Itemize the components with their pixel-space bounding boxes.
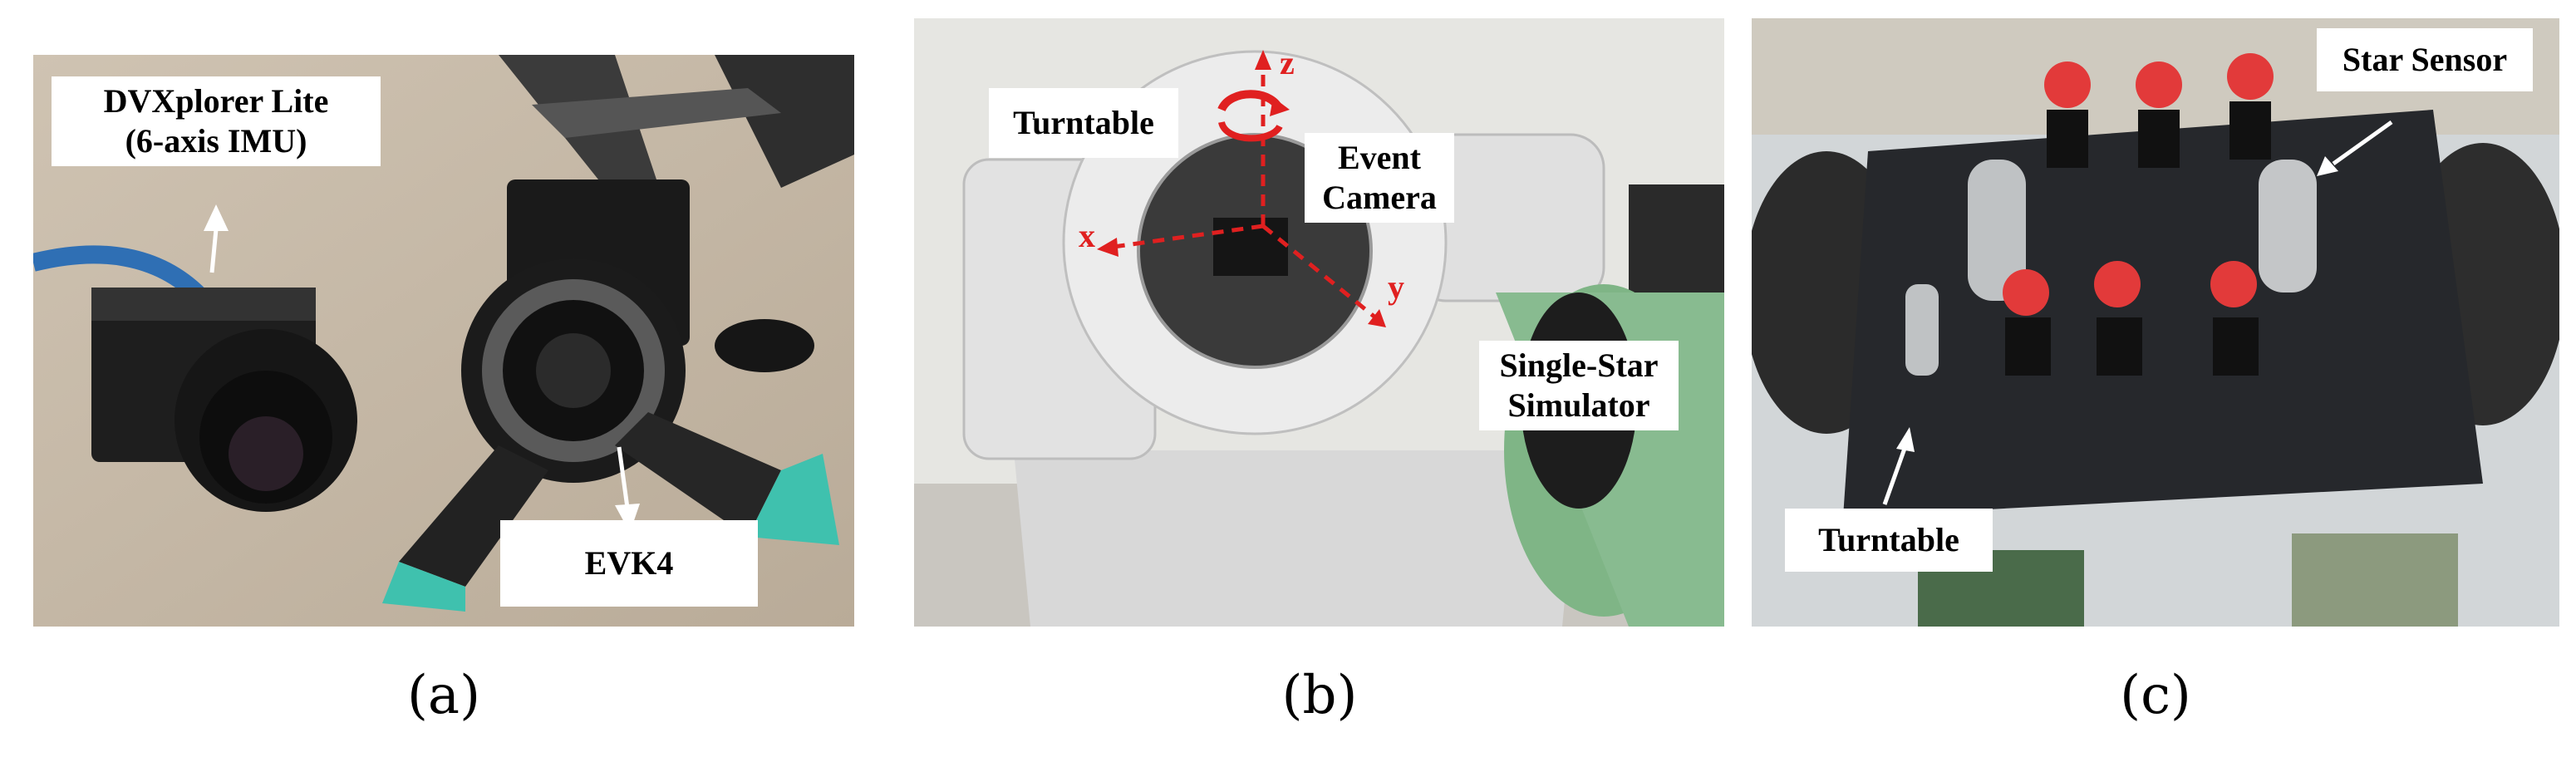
single-star-simulator-label: Single-Star Simulator — [1479, 341, 1679, 430]
axis-label-y: y — [1388, 268, 1404, 306]
caption-b: (b) — [1281, 665, 1358, 726]
axis-label-x: x — [1079, 217, 1095, 254]
simulator-label-line1: Single-Star — [1499, 347, 1659, 384]
turntable-label-c: Turntable — [1785, 509, 1993, 572]
evk4-label-text: EVK4 — [584, 544, 674, 582]
event-camera-label-line2: Camera — [1322, 179, 1437, 216]
simulator-label-line2: Simulator — [1507, 386, 1650, 424]
photo-panel-c: Star Sensor Turntable — [1752, 18, 2559, 627]
photo-a-illustration — [33, 55, 854, 627]
caption-a: (a) — [406, 665, 481, 726]
event-camera-label-line1: Event — [1338, 139, 1421, 176]
dvxplorer-label-line1: DVXplorer Lite — [103, 82, 329, 120]
photo-c-illustration — [1752, 18, 2559, 627]
axis-label-z: z — [1280, 44, 1295, 81]
photo-panel-a: DVXplorer Lite (6-axis IMU) EVK4 — [33, 55, 854, 627]
star-sensor-label: Star Sensor — [2317, 28, 2533, 91]
evk4-label: EVK4 — [500, 520, 758, 607]
star-sensor-label-text: Star Sensor — [2342, 41, 2508, 78]
dvxplorer-label-line2: (6-axis IMU) — [125, 122, 307, 160]
event-camera-label: Event Camera — [1305, 133, 1454, 223]
turntable-label-c-text: Turntable — [1818, 521, 1959, 558]
dvxplorer-label: DVXplorer Lite (6-axis IMU) — [52, 76, 381, 166]
turntable-label-b: Turntable — [989, 88, 1178, 158]
photo-panel-b: z x y Turntable Event Camera Single-Star… — [914, 18, 1724, 627]
caption-c: (c) — [2120, 665, 2191, 726]
turntable-label-b-text: Turntable — [1013, 104, 1154, 141]
